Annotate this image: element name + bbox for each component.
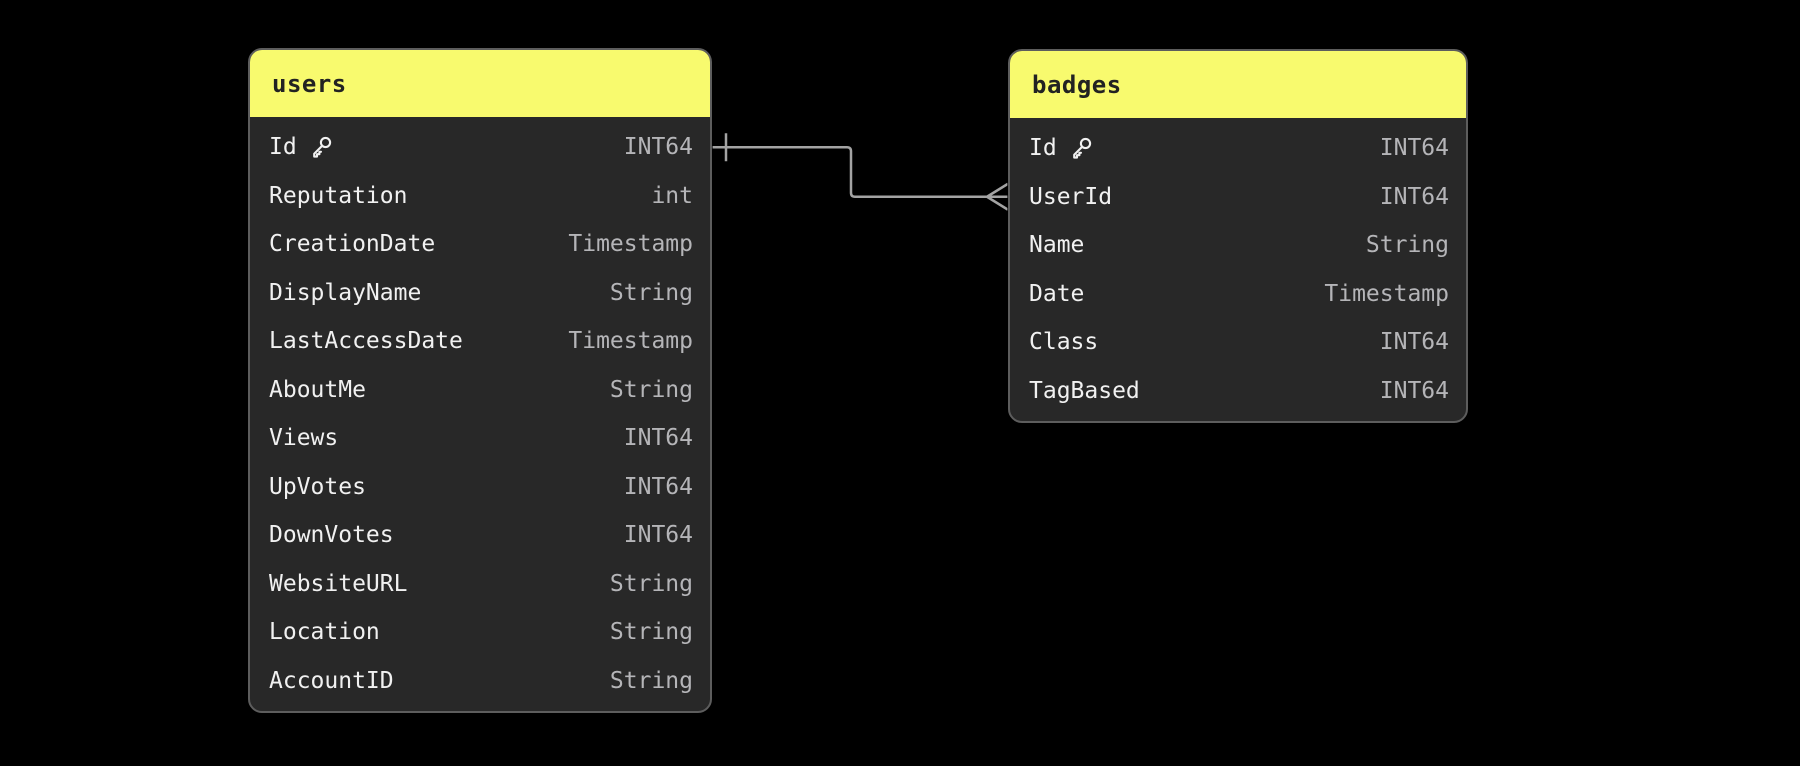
table-body: Id INT64 Reputation int CreationDate Tim…: [250, 117, 710, 711]
field-row-badges-Name[interactable]: Name String: [1010, 221, 1466, 270]
field-name: AboutMe: [269, 376, 366, 403]
table-header[interactable]: users: [250, 50, 710, 117]
field-type: Timestamp: [1324, 280, 1449, 307]
field-row-users-Views[interactable]: Views INT64: [250, 414, 710, 463]
field-name: AccountID: [269, 667, 394, 694]
field-type: INT64: [1379, 377, 1449, 404]
field-name: Class: [1029, 329, 1099, 356]
field-name: UserId: [1029, 183, 1113, 210]
table-title: badges: [1032, 70, 1122, 99]
field-name: LastAccessDate: [269, 328, 463, 355]
field-type: INT64: [623, 522, 693, 549]
field-type: INT64: [623, 425, 693, 452]
field-row-users-LastAccessDate[interactable]: LastAccessDate Timestamp: [250, 317, 710, 366]
field-name: Id: [1029, 135, 1057, 162]
field-row-badges-Date[interactable]: Date Timestamp: [1010, 270, 1466, 319]
table-card-users[interactable]: users Id INT64 Reputation int CreationDa…: [248, 48, 712, 713]
field-row-users-Location[interactable]: Location String: [250, 608, 710, 657]
field-row-badges-Class[interactable]: Class INT64: [1010, 318, 1466, 367]
field-name: Date: [1029, 280, 1085, 307]
table-card-badges[interactable]: badges Id INT64 UserId INT64 Name String…: [1008, 49, 1468, 423]
field-type: INT64: [623, 134, 693, 161]
field-name: CreationDate: [269, 231, 436, 258]
field-name: Id: [269, 134, 297, 161]
relationship-users-badges[interactable]: [712, 133, 1009, 211]
field-type: String: [609, 570, 693, 597]
field-name: Location: [269, 619, 380, 646]
primary-key-icon: [1068, 135, 1095, 162]
field-row-users-WebsiteURL[interactable]: WebsiteURL String: [250, 560, 710, 609]
table-body: Id INT64 UserId INT64 Name String Date T…: [1010, 118, 1466, 421]
field-type: String: [1365, 232, 1449, 259]
field-name: UpVotes: [269, 473, 366, 500]
field-type: int: [651, 182, 693, 209]
field-row-users-DisplayName[interactable]: DisplayName String: [250, 269, 710, 318]
field-name: Views: [269, 425, 339, 452]
field-type: INT64: [1379, 329, 1449, 356]
field-type: Timestamp: [568, 231, 693, 258]
field-type: INT64: [1379, 183, 1449, 210]
field-row-users-Id[interactable]: Id INT64: [250, 123, 710, 172]
field-row-users-Reputation[interactable]: Reputation int: [250, 172, 710, 221]
field-type: Timestamp: [568, 328, 693, 355]
field-name: Reputation: [269, 182, 408, 209]
field-row-badges-Id[interactable]: Id INT64: [1010, 124, 1466, 173]
field-type: INT64: [1379, 135, 1449, 162]
field-name: DisplayName: [269, 279, 422, 306]
field-row-users-AccountID[interactable]: AccountID String: [250, 657, 710, 706]
field-row-users-AboutMe[interactable]: AboutMe String: [250, 366, 710, 415]
field-row-users-UpVotes[interactable]: UpVotes INT64: [250, 463, 710, 512]
field-name: Name: [1029, 232, 1085, 259]
relationship-line[interactable]: [712, 146, 1008, 198]
table-title: users: [272, 69, 347, 98]
field-name: TagBased: [1029, 377, 1140, 404]
table-header[interactable]: badges: [1010, 51, 1466, 118]
field-row-badges-UserId[interactable]: UserId INT64: [1010, 173, 1466, 222]
field-type: String: [609, 376, 693, 403]
field-type: String: [609, 667, 693, 694]
field-type: String: [609, 279, 693, 306]
field-name: DownVotes: [269, 522, 394, 549]
primary-key-icon: [308, 134, 335, 161]
field-row-users-CreationDate[interactable]: CreationDate Timestamp: [250, 220, 710, 269]
field-row-badges-TagBased[interactable]: TagBased INT64: [1010, 367, 1466, 416]
field-type: String: [609, 619, 693, 646]
field-name: WebsiteURL: [269, 570, 408, 597]
field-type: INT64: [623, 473, 693, 500]
cardinality-many-marker: [985, 182, 1009, 211]
field-row-users-DownVotes[interactable]: DownVotes INT64: [250, 511, 710, 560]
